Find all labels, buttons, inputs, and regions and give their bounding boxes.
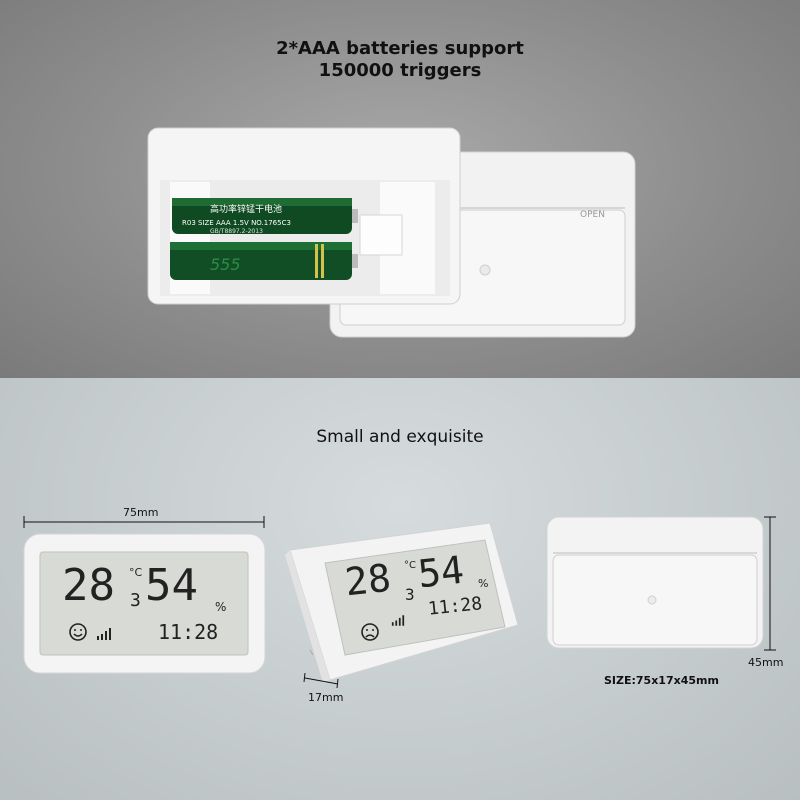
front-temp-decimal: 3 — [130, 590, 141, 611]
angled-humidity: 54 — [415, 547, 466, 597]
battery-headline: 2*AAA batteries support 150000 triggers — [0, 38, 800, 82]
height-label: 45mm — [748, 656, 784, 669]
angled-temp-main: 28 — [342, 555, 393, 605]
battery-top: 高功率锌锰干电池 R03 SIZE AAA 1.5V NO.1765C3 GB/… — [172, 198, 358, 235]
battery-logo-text: 555 — [210, 255, 241, 274]
angled-temp-unit: °C — [404, 560, 416, 571]
depth-dimension-line — [303, 672, 339, 689]
headline-line-1: 2*AAA batteries support — [276, 38, 524, 59]
battery-standard-text: GB/T8897.2-2013 — [210, 228, 263, 235]
front-time: 11:28 — [158, 620, 219, 644]
front-temp-main: 28 — [62, 560, 115, 611]
angled-device — [285, 522, 519, 683]
battery-compartment-photo: OPEN 高功率锌锰干电池 R03 SIZE AAA 1.5V NO.1765C… — [147, 127, 636, 338]
signal-icon — [97, 628, 111, 640]
cover-open-label: OPEN — [580, 210, 605, 220]
smile-icon — [69, 623, 87, 641]
front-temp-unit: °C — [129, 566, 143, 579]
width-label: 75mm — [123, 506, 159, 519]
height-dimension-line — [764, 516, 776, 651]
front-humidity-unit: % — [215, 600, 227, 614]
depth-label: 17mm — [308, 691, 344, 704]
back-device — [546, 516, 764, 649]
headline-line-2: 150000 triggers — [318, 60, 482, 81]
battery-model-text: R03 SIZE AAA 1.5V NO.1765C3 — [182, 219, 291, 227]
front-humidity: 54 — [145, 560, 198, 611]
battery-bottom: 555 — [170, 242, 358, 280]
size-label: SIZE:75x17x45mm — [604, 674, 719, 687]
width-dimension-line — [23, 516, 265, 528]
front-device — [23, 533, 266, 674]
size-headline: Small and exquisite — [316, 427, 484, 447]
angled-signal-icon — [391, 615, 405, 626]
angled-humidity-unit: % — [478, 577, 489, 590]
angled-temp-decimal: 3 — [405, 585, 415, 604]
frown-icon — [361, 623, 379, 641]
battery-brand-text: 高功率锌锰干电池 — [210, 203, 282, 215]
